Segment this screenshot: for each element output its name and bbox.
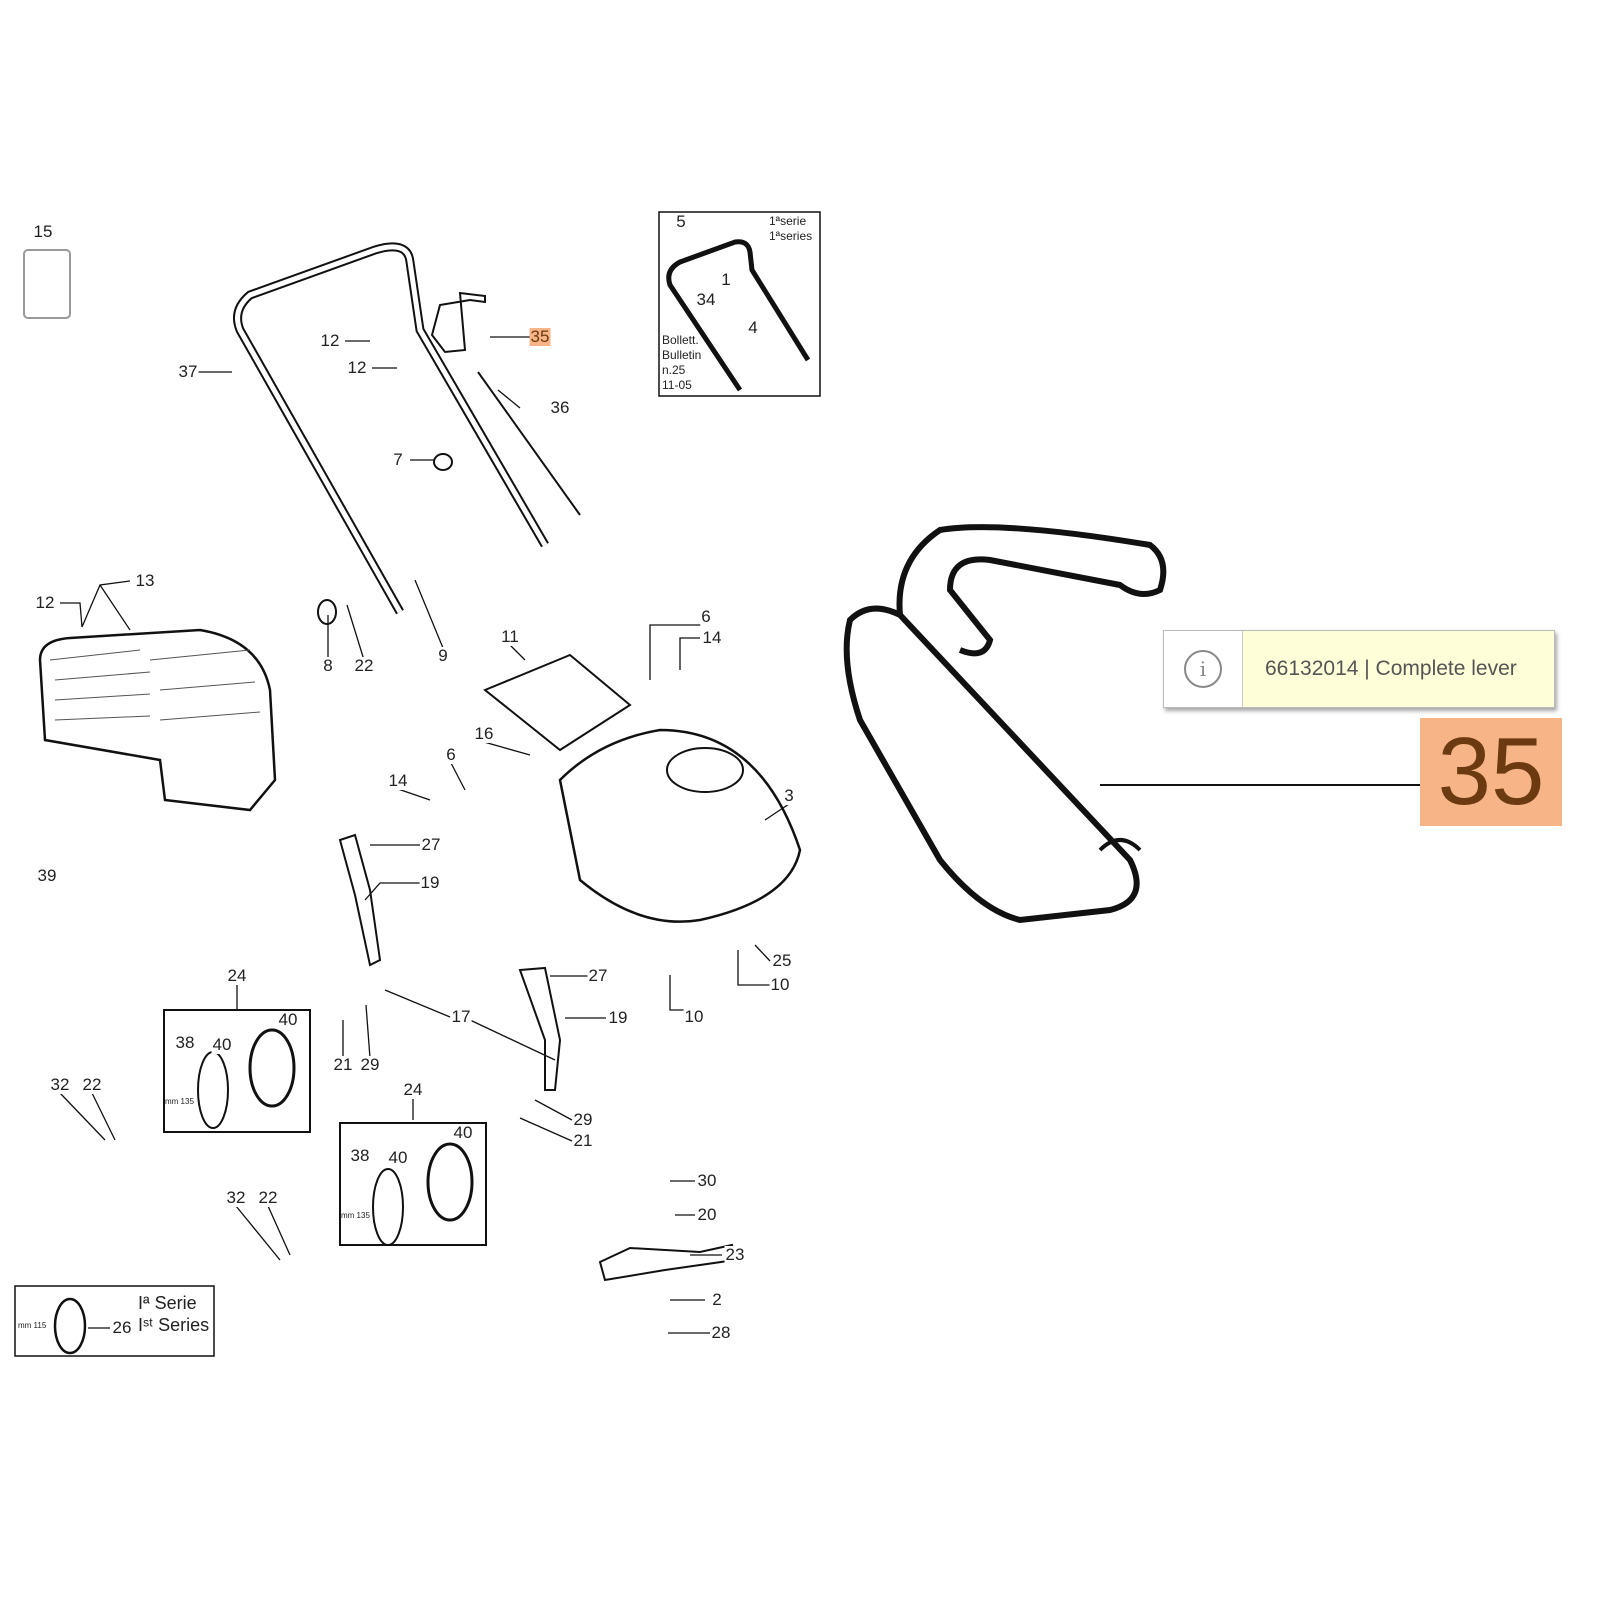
part-label[interactable]: 28 [710,1323,732,1342]
part-label[interactable]: 21 [332,1055,354,1074]
wheel-dimension: mm 135 [165,1097,194,1106]
part-label[interactable]: 2 [711,1290,723,1309]
part-label[interactable]: 40 [452,1123,474,1142]
rear-flap [483,653,632,752]
part-label-highlighted[interactable]: 35 [529,327,551,346]
part-label[interactable]: 24 [402,1080,424,1099]
part-label[interactable]: 14 [701,628,723,647]
lever-enlarged [843,524,1167,924]
part-label[interactable]: 32 [49,1075,71,1094]
part-label[interactable]: 38 [349,1146,371,1165]
part-label[interactable]: 39 [36,866,58,885]
part-label[interactable]: 32 [225,1188,247,1207]
cable [477,371,581,516]
series-dimension: mm 115 [18,1321,47,1330]
part-label[interactable]: 22 [353,656,375,675]
inset-serie: 1ªserie [769,214,807,228]
part-label[interactable]: 12 [346,358,368,377]
part-label[interactable]: 20 [696,1205,718,1224]
part-label[interactable]: 40 [387,1148,409,1167]
info-icon: i [1164,631,1243,707]
part-label[interactable]: 12 [319,331,341,350]
grass-bag [38,628,277,812]
inset-bulletin: n.25 [662,363,686,377]
wheel-box-1 [163,1009,311,1133]
part-label[interactable]: 37 [177,362,199,381]
part-label[interactable]: 27 [420,835,442,854]
inset-bulletin: Bulletin [662,348,702,362]
part-label[interactable]: 13 [134,571,156,590]
part-label[interactable]: 23 [724,1245,746,1264]
part-label[interactable]: 19 [419,873,441,892]
handle-inset-box [658,211,821,397]
part-label[interactable]: 17 [450,1007,472,1026]
lever-part [430,291,486,354]
part-label[interactable]: 24 [226,966,248,985]
tooltip-text: 66132014 | Complete lever [1243,631,1554,707]
part-info-tooltip: i 66132014 | Complete lever [1163,630,1555,708]
inset-bulletin: 11-05 [662,378,692,392]
part-label[interactable]: 21 [572,1131,594,1150]
part-label[interactable]: 25 [771,951,793,970]
part-label[interactable]: 19 [607,1008,629,1027]
part-label[interactable]: 29 [572,1110,594,1129]
part-label[interactable]: 16 [473,724,495,743]
wheel-bracket [338,833,562,1091]
blade [598,1243,737,1282]
part-label[interactable]: 6 [700,607,712,626]
series-line-1: Iª Serie [138,1293,197,1313]
mower-deck [558,728,802,923]
series-line-2: Iˢᵗ Series [138,1315,210,1335]
inset-part-label[interactable]: 5 [675,212,687,231]
part-label[interactable]: 8 [322,656,334,675]
inset-bulletin: Bollett. [662,333,699,347]
inset-part-label[interactable]: 1 [720,270,732,289]
part-label[interactable]: 14 [387,771,409,790]
part-label[interactable]: 22 [257,1188,279,1207]
part-label[interactable]: 27 [587,966,609,985]
inset-series: 1ªseries [769,229,813,243]
part-label[interactable]: 10 [683,1007,705,1026]
part-label[interactable]: 12 [34,593,56,612]
part-label[interactable]: 38 [174,1033,196,1052]
inset-part-label[interactable]: 4 [747,318,759,337]
part-label[interactable]: 26 [111,1318,133,1337]
series-box [14,1285,215,1357]
part-label[interactable]: 30 [696,1171,718,1190]
part-label[interactable]: 36 [549,398,571,417]
handle-bar [233,242,549,615]
part-label[interactable]: 9 [437,646,449,665]
wheel-dimension: mm 135 [341,1211,370,1220]
inset-part-label[interactable]: 34 [695,290,717,309]
wheel [248,1028,296,1108]
part-label[interactable]: 10 [769,975,791,994]
callout-number[interactable]: 35 [1420,718,1562,826]
part-label[interactable]: 22 [81,1075,103,1094]
part-15-label-sheet [23,249,71,319]
part-label[interactable]: 6 [445,745,457,764]
part-label[interactable]: 40 [211,1035,233,1054]
part-label[interactable]: 7 [392,450,404,469]
series-note: Iª Serie Iˢᵗ Series [138,1292,209,1336]
part-label[interactable]: 15 [32,222,54,241]
part-label[interactable]: 3 [783,786,795,805]
part-label[interactable]: 11 [500,627,520,646]
part-label[interactable]: 40 [277,1010,299,1029]
part-label[interactable]: 29 [359,1055,381,1074]
wheel-box-2 [339,1122,487,1246]
